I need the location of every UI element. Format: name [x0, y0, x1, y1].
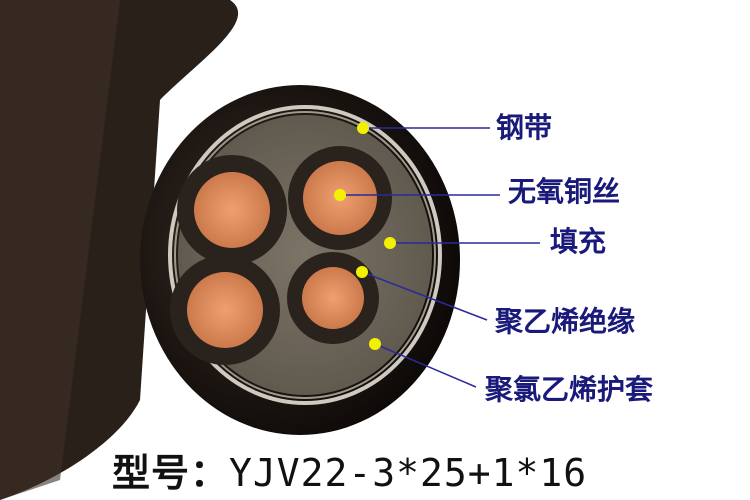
label-pe-insulation: 聚乙烯绝缘: [495, 305, 636, 338]
label-copper-wire: 无氧铜丝: [508, 175, 621, 208]
core-bottom-right: [287, 252, 379, 344]
leader-lines: [340, 127, 540, 388]
marker-dots: [334, 122, 396, 350]
label-pvc-sheath: 聚氯乙烯护套: [485, 373, 654, 406]
core-bottom-left: [170, 255, 280, 365]
model-value: YJV22-3*25+1*16: [229, 451, 588, 495]
steel-tape: [168, 105, 442, 405]
label-filler: 填充: [550, 225, 607, 258]
model-number: 型号：YJV22-3*25+1*16: [112, 442, 587, 497]
core-top-left: [177, 155, 287, 265]
model-prefix: 型号：: [112, 451, 230, 495]
label-steel-tape: 钢带: [496, 111, 553, 144]
